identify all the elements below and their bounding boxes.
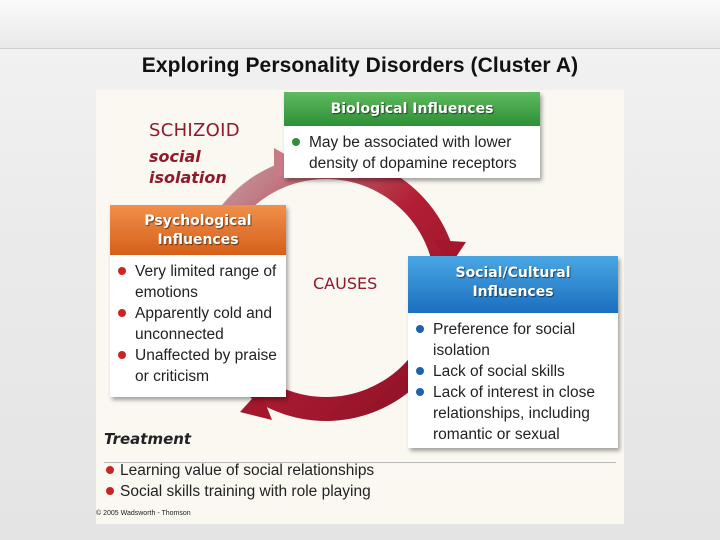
social-heading: Social/Cultural Influences xyxy=(408,256,618,313)
arrow-head-right xyxy=(434,240,466,266)
list-item: Preference for social isolation xyxy=(412,319,614,361)
arrow-head-bottom xyxy=(240,390,272,420)
bullet-icon xyxy=(106,487,114,495)
biological-heading: Biological Influences xyxy=(284,92,540,126)
diagram-panel: SCHIZOID social isolation CAUSES Biologi… xyxy=(96,90,624,524)
disorder-name: SCHIZOID xyxy=(149,120,240,141)
bullet-icon xyxy=(118,309,126,317)
causes-label: CAUSES xyxy=(313,274,378,293)
list-item: Apparently cold and unconnected xyxy=(114,303,282,345)
social-list: Preference for social isolation Lack of … xyxy=(408,313,618,445)
bullet-icon xyxy=(292,138,300,146)
disorder-subtitle-line2: isolation xyxy=(149,168,227,187)
list-item: Lack of social skills xyxy=(412,361,614,382)
treatment-list: Learning value of social relationships S… xyxy=(104,453,616,502)
biological-list: May be associated with lower density of … xyxy=(284,126,540,174)
bullet-icon xyxy=(106,466,114,474)
disorder-label: SCHIZOID social isolation xyxy=(149,120,240,188)
list-item: May be associated with lower density of … xyxy=(288,132,532,174)
list-item: Social skills training with role playing xyxy=(104,481,616,502)
bullet-icon xyxy=(416,325,424,333)
psychological-heading: Psychological Influences xyxy=(110,205,286,255)
disorder-subtitle: social isolation xyxy=(149,146,240,188)
psychological-list: Very limited range of emotions Apparentl… xyxy=(110,255,286,387)
list-item: Lack of interest in close relationships,… xyxy=(412,382,614,445)
list-item: Unaffected by praise or criticism xyxy=(114,345,282,387)
copyright-notice: © 2005 Wadsworth - Thomson xyxy=(96,510,191,517)
bullet-icon xyxy=(416,367,424,375)
social-cultural-influences-box: Social/Cultural Influences Preference fo… xyxy=(408,256,618,448)
disorder-subtitle-line1: social xyxy=(149,147,201,166)
slide-title: Exploring Personality Disorders (Cluster… xyxy=(141,54,579,77)
top-band xyxy=(0,0,720,49)
list-item: Very limited range of emotions xyxy=(114,261,282,303)
bullet-icon xyxy=(416,388,424,396)
bullet-icon xyxy=(118,267,126,275)
biological-influences-box: Biological Influences May be associated … xyxy=(284,92,540,178)
treatment-heading: Treatment xyxy=(104,430,192,448)
psychological-influences-box: Psychological Influences Very limited ra… xyxy=(110,205,286,397)
treatment-divider xyxy=(104,462,616,463)
bullet-icon xyxy=(118,351,126,359)
list-item: Learning value of social relationships xyxy=(104,460,616,481)
treatment-section: Treatment Learning value of social relat… xyxy=(104,430,616,502)
